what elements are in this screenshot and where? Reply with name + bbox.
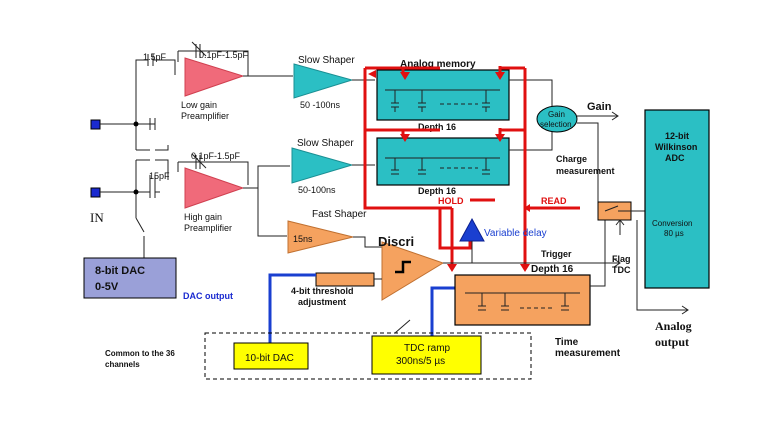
flag-tdc-label-2: TDC (612, 265, 631, 275)
high-gain-label-1: High gain (184, 212, 222, 222)
gain-selection-label-1: Gain (548, 110, 565, 119)
tdc-ramp-label-1: TDC ramp (404, 343, 451, 354)
common-label-1: Common to the 36 (105, 349, 175, 358)
fast-to-discri-wire (353, 236, 382, 248)
low-gain-triangle (184, 57, 245, 97)
conversion-label-1: Conversion (652, 219, 692, 228)
threshold-box (315, 272, 375, 287)
analog-output-label-2: output (655, 335, 689, 349)
preamp-wires (243, 75, 293, 237)
fast-shaper-label: Fast Shaper (312, 209, 367, 220)
adc-label-2: Wilkinson (655, 142, 697, 152)
hold-label: HOLD (438, 196, 464, 206)
junction-dot (133, 121, 139, 127)
gain-out-arrow (577, 111, 619, 121)
gain-out-label: Gain (587, 101, 612, 113)
read-label: READ (541, 196, 567, 206)
adc-label-1: 12-bit (665, 131, 689, 141)
analog-memory-label: Analog memory (400, 59, 476, 70)
depth-mid-label: Depth 16 (418, 186, 456, 196)
threshold-label-2: adjustment (298, 297, 346, 307)
fast-shaper-triangle (287, 220, 354, 254)
cap-label-15pf: 15pF (149, 171, 170, 181)
slow-shaper-mid-triangle (291, 147, 354, 184)
flag-tdc-label-1: Flag (612, 254, 631, 264)
memory-out-wires (509, 79, 553, 151)
junction-dot (133, 189, 139, 195)
dac-output-label: DAC output (183, 291, 233, 301)
analog-output-arrow (636, 220, 689, 315)
input-pad-in (90, 187, 101, 198)
analog-memory-top (376, 69, 510, 121)
trigger-label: Trigger (541, 249, 572, 259)
conversion-label-2: 80 µs (664, 229, 684, 238)
high-gain-label-2: Preamplifier (184, 223, 232, 233)
dac8-box (83, 257, 177, 299)
discri-label: Discri (378, 234, 414, 249)
discri-triangle (381, 241, 445, 301)
time-memory (454, 274, 591, 326)
dac10-label: 10-bit DAC (245, 353, 294, 364)
cap-label-1-5pf: 1.5pF (143, 52, 167, 62)
common-label-2: channels (105, 360, 140, 369)
input-pad-top (90, 119, 101, 130)
depth-top-label: Depth 16 (418, 122, 456, 132)
slow-shaper-mid-time: 50-100ns (298, 185, 336, 195)
tdc-ramp-wire (430, 286, 455, 336)
mux-switch (604, 205, 631, 212)
hold-read-lines (363, 66, 580, 272)
slow-shaper-top-triangle (293, 63, 354, 99)
dac8-label-1: 8-bit DAC (95, 265, 145, 277)
high-gain-preamp (177, 153, 249, 209)
dac8-label-2: 0-5V (95, 281, 119, 293)
adc-label-3: ADC (665, 153, 685, 163)
dac10-wire (268, 273, 316, 344)
gain-selection-label-2: selection (540, 120, 572, 129)
cap-label-mid-feedback: 0.1pF-1.5pF (191, 151, 241, 161)
flag-tdc-arrow (615, 219, 625, 235)
slow-shaper-top-label: Slow Shaper (298, 55, 355, 66)
cap-label-top-feedback: 0.1pF-1.5pF (199, 50, 249, 60)
gain-selection-node (536, 105, 578, 133)
variable-delay-label: Variable delay (484, 228, 547, 239)
tdc-ramp-box (371, 335, 482, 375)
charge-measurement-label-2: measurement (556, 166, 615, 176)
adc-box (644, 109, 710, 289)
common-dashed-box (204, 332, 532, 380)
variable-delay-triangle (459, 217, 485, 242)
high-gain-triangle (184, 167, 245, 209)
discri-symbol (395, 260, 411, 274)
dac10-box (233, 342, 309, 370)
charge-measurement-label-1: Charge (556, 154, 587, 164)
time-measurement-label-2: measurement (555, 348, 621, 359)
in-label: IN (90, 210, 104, 225)
low-gain-label-2: Preamplifier (181, 111, 229, 121)
common-connector (394, 319, 411, 334)
threshold-label-1: 4-bit threshold (291, 286, 354, 296)
slow-shaper-mid-label: Slow Shaper (297, 138, 354, 149)
time-measurement-label-1: Time (555, 337, 579, 348)
depth-bottom-label: Depth 16 (531, 264, 574, 275)
low-gain-preamp (177, 41, 249, 97)
time-to-mux-wire (590, 218, 606, 287)
fast-shaper-time: 15ns (293, 234, 313, 244)
slow-shaper-top-time: 50 -100ns (300, 100, 341, 110)
analog-output-label-1: Analog (655, 319, 692, 333)
low-gain-label-1: Low gain (181, 100, 217, 110)
tdc-ramp-label-2: 300ns/5 µs (396, 356, 445, 367)
analog-memory-mid (376, 137, 510, 186)
charge-to-mux-wire (577, 122, 605, 207)
input-wiring (100, 54, 176, 258)
